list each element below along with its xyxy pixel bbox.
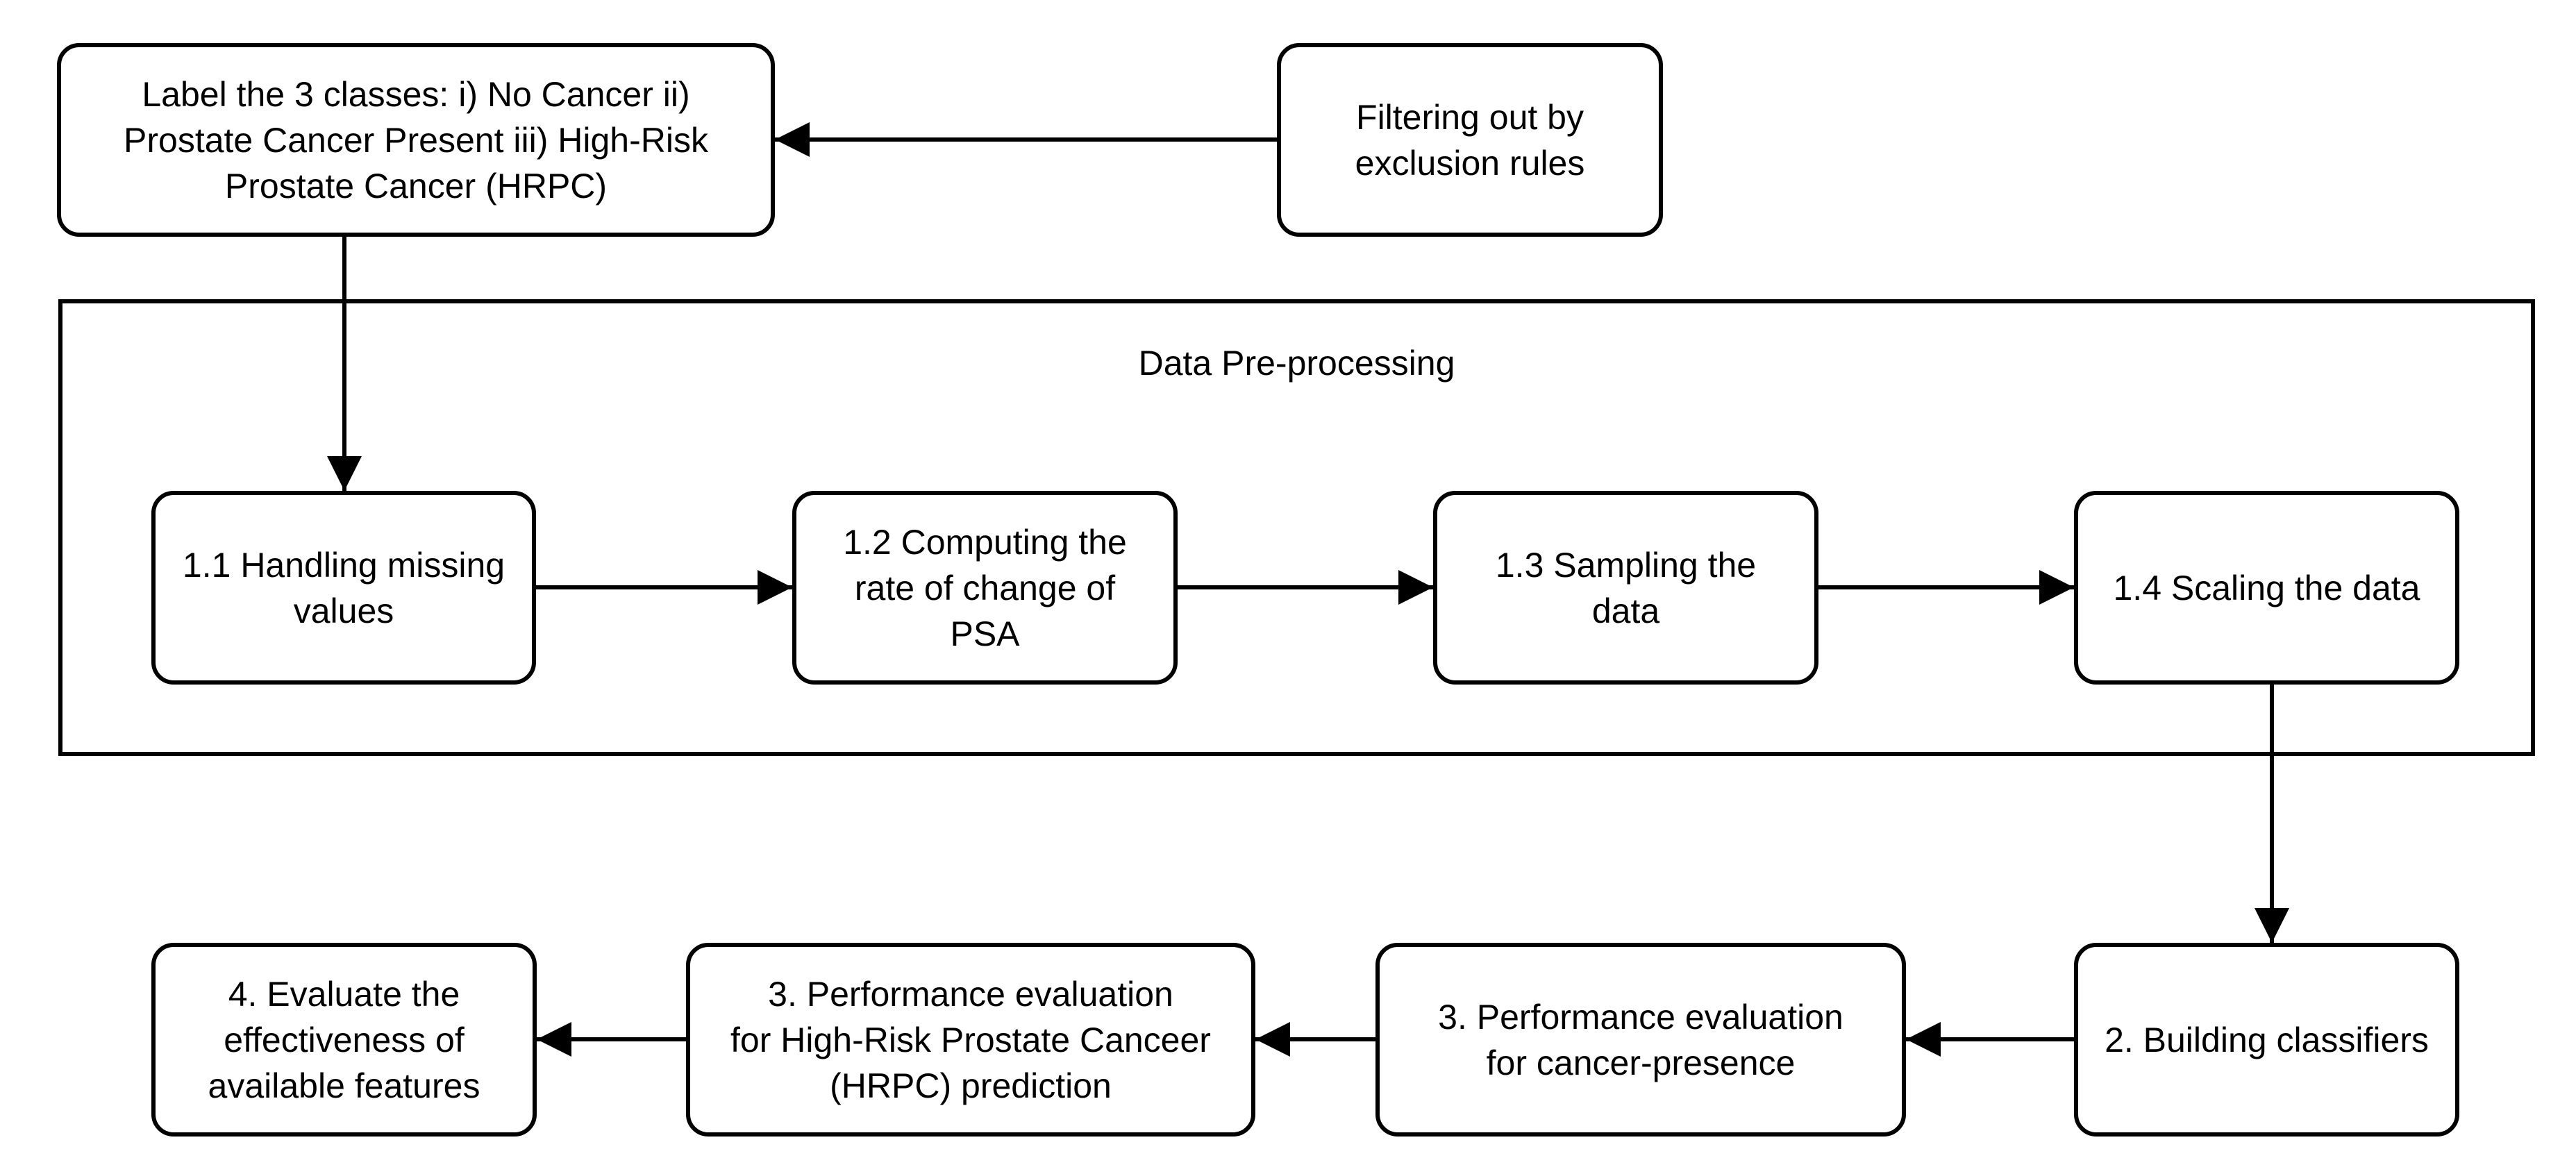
node-scaling: 1.4 Scaling the data [2074,491,2459,685]
node-sampling: 1.3 Sampling the data [1433,491,1818,685]
data-preprocessing-group [58,299,2535,756]
node-evaluate-features-text: 4. Evaluate the effectiveness of availab… [208,974,480,1105]
node-eval-hrpc: 3. Performance evaluation for High-Risk … [686,943,1255,1137]
node-missing-values: 1.1 Handling missing values [151,491,536,685]
node-label-classes: Label the 3 classes: i) No Cancer ii) Pr… [57,43,775,237]
node-filtering-text: Filtering out by exclusion rules [1355,97,1585,183]
node-scaling-text: 1.4 Scaling the data [2113,568,2420,607]
node-building-classifiers-text: 2. Building classifiers [2105,1020,2429,1059]
node-sampling-text: 1.3 Sampling the data [1495,545,1757,630]
node-filtering: Filtering out by exclusion rules [1277,43,1663,237]
node-missing-values-text: 1.1 Handling missing values [182,545,505,630]
node-evaluate-features: 4. Evaluate the effectiveness of availab… [151,943,537,1137]
node-eval-cancer-presence: 3. Performance evaluation for cancer-pre… [1375,943,1906,1137]
data-preprocessing-title: Data Pre-processing [1138,344,1455,383]
node-building-classifiers: 2. Building classifiers [2074,943,2459,1137]
node-rate-of-change-text: 1.2 Computing the rate of change of PSA [843,522,1127,653]
node-label-classes-text: Label the 3 classes: i) No Cancer ii) Pr… [124,74,708,206]
node-eval-cancer-presence-text: 3. Performance evaluation for cancer-pre… [1438,997,1843,1082]
node-rate-of-change: 1.2 Computing the rate of change of PSA [792,491,1178,685]
node-eval-hrpc-text: 3. Performance evaluation for High-Risk … [730,974,1211,1105]
